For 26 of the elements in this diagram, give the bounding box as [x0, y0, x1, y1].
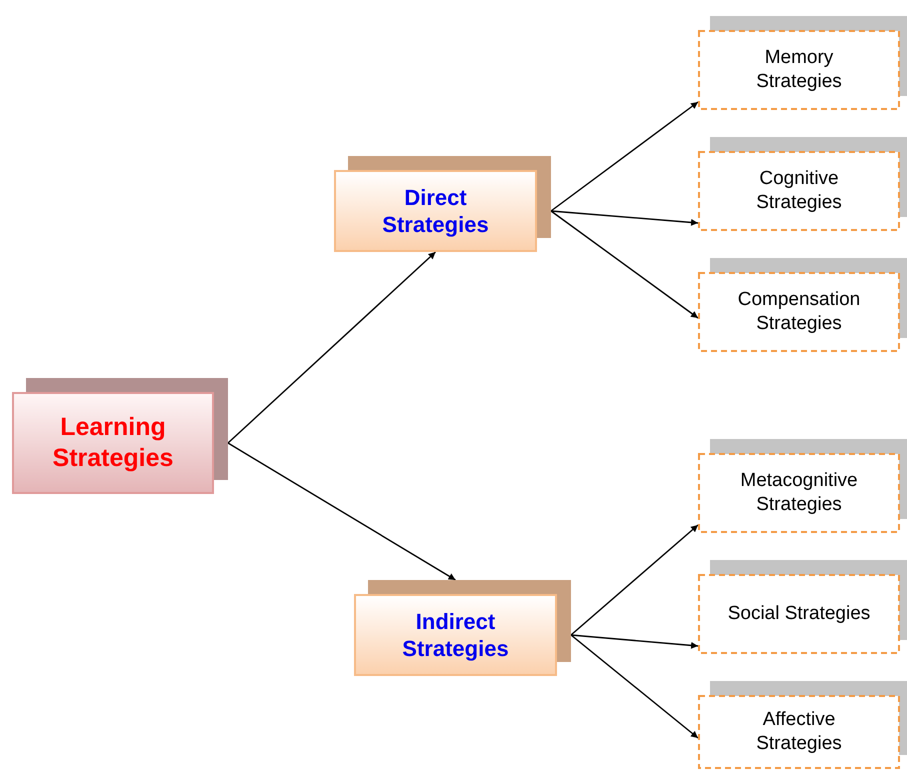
strategy-box — [698, 258, 907, 352]
strategy-box — [354, 580, 571, 676]
arrow — [570, 634, 698, 739]
arrow — [570, 524, 698, 636]
strategy-box — [698, 560, 907, 654]
strategy-box — [698, 681, 907, 769]
arrow — [550, 210, 698, 319]
arrow — [570, 634, 698, 649]
box-label: Memory Strategies — [755, 46, 843, 94]
arrow — [550, 101, 698, 212]
strategy-box — [698, 16, 907, 110]
strategy-box — [334, 156, 551, 252]
box-label: Compensation Strategies — [736, 288, 862, 336]
box-label: Indirect Strategies — [401, 608, 510, 662]
arrow — [228, 442, 456, 581]
box-label: Learning Strategies — [52, 412, 174, 474]
arrow — [550, 210, 698, 226]
box-label: Metacognitive Strategies — [739, 469, 859, 517]
strategy-box — [698, 137, 907, 231]
box-label: Social Strategies — [726, 602, 872, 626]
box-label: Cognitive Strategies — [755, 167, 843, 215]
box-label: Affective Strategies — [755, 708, 843, 756]
strategy-box — [698, 439, 907, 533]
arrow — [228, 251, 436, 444]
box-label: Direct Strategies — [381, 184, 490, 238]
strategy-box — [12, 378, 228, 494]
